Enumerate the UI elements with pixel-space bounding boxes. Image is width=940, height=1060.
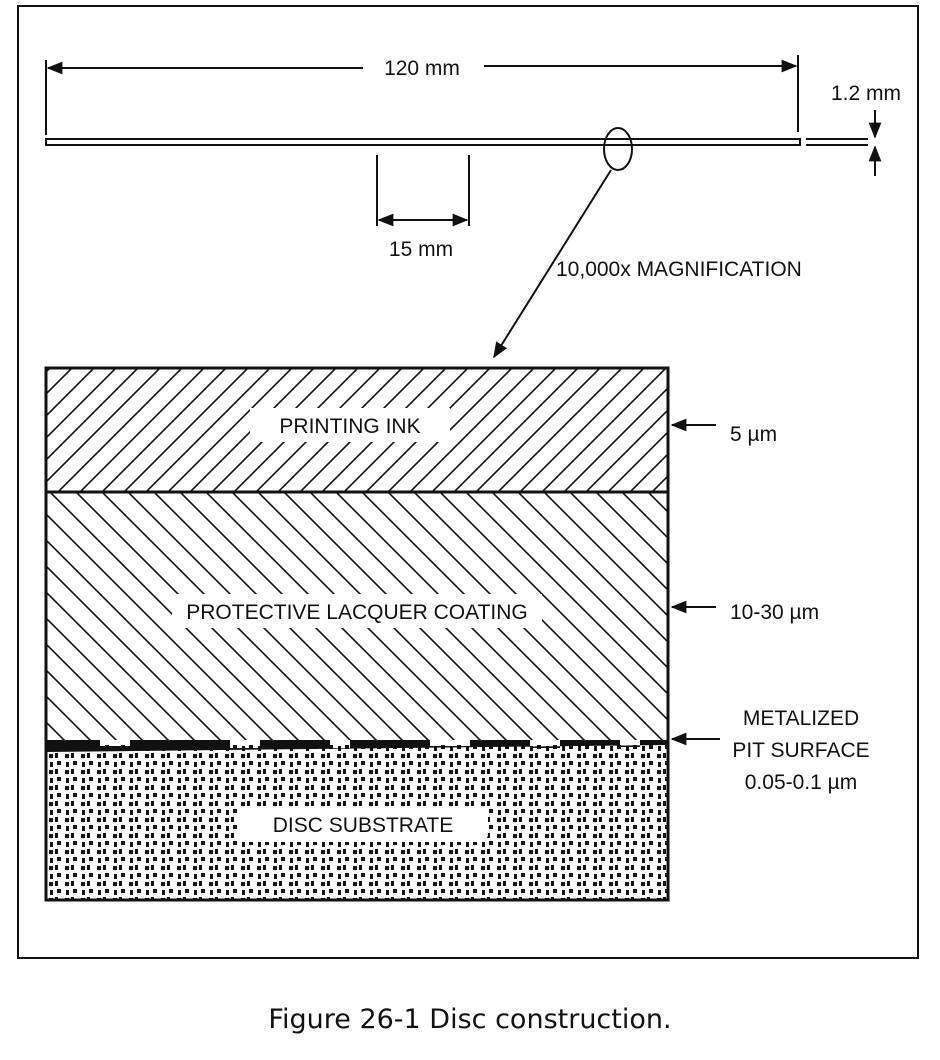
center-hole-dimension: 15 mm — [376, 155, 470, 261]
diameter-label: 120 mm — [384, 57, 460, 80]
center-hole-label: 15 mm — [389, 238, 453, 261]
disc-side-view — [45, 127, 868, 171]
metal-thickness: 0.05-0.1 µm — [745, 771, 858, 794]
magnify-circle — [603, 127, 633, 171]
thickness-label: 1.2 mm — [831, 82, 901, 105]
metal-label-line1: METALIZED — [743, 707, 859, 730]
printing-ink-label: PRINTING INK — [279, 415, 420, 438]
diameter-dimension: 120 mm — [45, 55, 799, 135]
magnification-label: 10,000x MAGNIFICATION — [556, 258, 802, 281]
figure-caption: Figure 26-1 Disc construction. — [268, 1004, 672, 1035]
metal-label-line2: PIT SURFACE — [732, 739, 869, 762]
lacquer-thickness: 10-30 µm — [730, 601, 819, 624]
substrate-label: DISC SUBSTRATE — [273, 814, 453, 837]
layer-thickness-labels: 5 µm 10-30 µm METALIZED PIT SURFACE 0.05… — [670, 418, 870, 794]
figure-frame — [17, 5, 919, 959]
lacquer-label: PROTECTIVE LACQUER COATING — [186, 601, 528, 624]
magnification-pointer — [493, 169, 612, 359]
metalized-pit-surface — [46, 740, 668, 752]
thickness-dimension: 1.2 mm — [831, 82, 901, 176]
cross-section: PRINTING INK PROTECTIVE LACQUER COATING … — [44, 366, 670, 902]
ink-thickness: 5 µm — [730, 423, 777, 446]
